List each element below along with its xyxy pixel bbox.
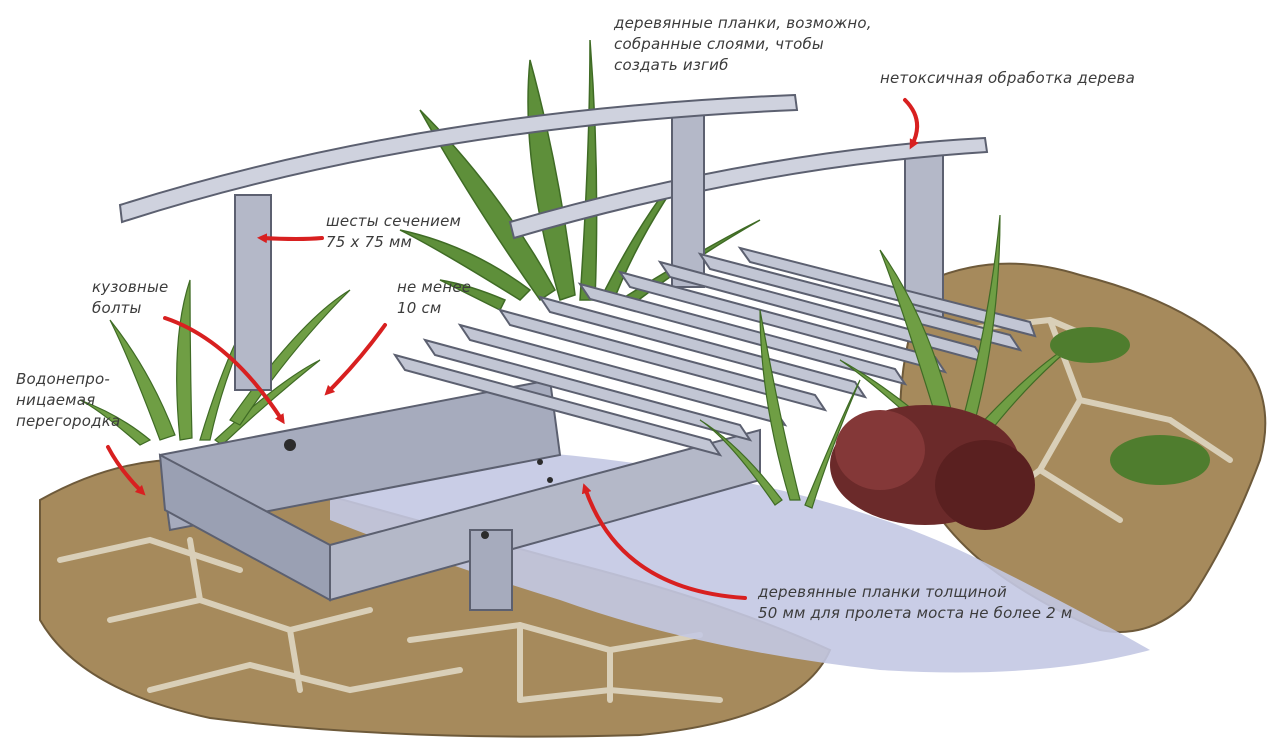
- arrow-nontoxic: [903, 98, 920, 150]
- plant-right-iris: [699, 214, 1081, 509]
- arrow-planks: [581, 483, 747, 600]
- annotation-arrows: [106, 98, 920, 600]
- label-min-10cm: не менее 10 см: [397, 278, 472, 317]
- arrow-posts: [257, 233, 324, 244]
- bridge-frame: [158, 378, 761, 611]
- handrail-left: [118, 93, 799, 391]
- arrow-min10: [324, 323, 387, 396]
- label-laminated-planks: деревянные планки, возможно, собранные с…: [614, 14, 872, 74]
- arrow-bolts: [163, 316, 285, 425]
- plant-moss: [1050, 327, 1210, 485]
- post-center: [671, 111, 705, 288]
- label-posts: шесты сечением 75 х 75 мм: [326, 212, 462, 251]
- carriage-bolts: [284, 439, 553, 539]
- label-nontoxic-treatment: нетоксичная обработка дерева: [880, 69, 1135, 87]
- label-waterproof-membrane: Водонепро- ницаемая перегородка: [16, 370, 121, 430]
- label-deck-planks: деревянные планки толщиной 50 мм для про…: [758, 583, 1073, 622]
- deck-planks: [392, 246, 1037, 457]
- plant-red-foliage: [830, 405, 1035, 530]
- arrow-membrane: [106, 445, 146, 496]
- label-carriage-bolts: кузовные болты: [92, 278, 169, 317]
